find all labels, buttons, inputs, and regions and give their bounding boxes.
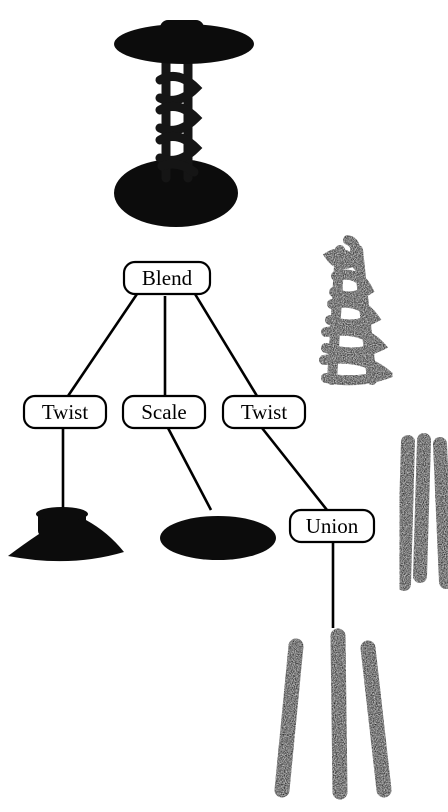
node-union-label: Union (306, 514, 359, 538)
blended-candlestick-shape (114, 20, 254, 227)
node-blend-label: Blend (142, 266, 193, 290)
node-twist-right: Twist (221, 394, 307, 430)
node-twist-left: Twist (22, 394, 108, 430)
node-union: Union (288, 508, 376, 544)
base-disc-shape (8, 507, 124, 562)
tree-edges (61, 293, 335, 628)
node-twist-left-label: Twist (42, 400, 89, 424)
edge-twist-right-union (260, 427, 329, 511)
node-blend: Blend (122, 260, 212, 296)
cropped-rods-shape (397, 433, 448, 591)
node-scale-label: Scale (141, 400, 186, 424)
edge-blend-twist-left (66, 293, 139, 397)
ellipse-shape (160, 516, 276, 560)
node-twist-right-label: Twist (241, 400, 288, 424)
twisted-coil-shape (319, 235, 396, 386)
edge-scale-ellipse (166, 427, 213, 511)
three-rods-shape (274, 628, 392, 800)
edge-blend-twist-right (193, 293, 259, 397)
node-scale: Scale (121, 394, 207, 430)
